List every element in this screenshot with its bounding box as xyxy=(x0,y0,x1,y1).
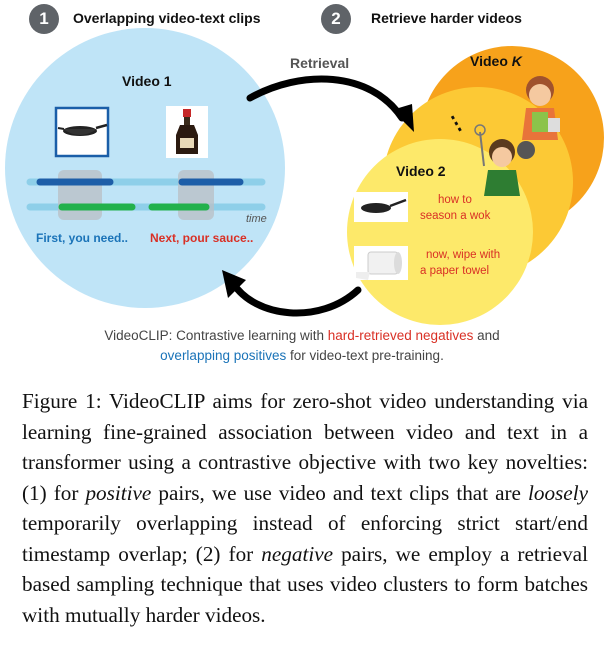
retrieval-label: Retrieval xyxy=(290,55,349,71)
clip-window-1 xyxy=(58,170,102,220)
sauce-bottle-image xyxy=(166,106,208,158)
wok-image xyxy=(54,106,110,158)
caption-overlapping-positives: overlapping positives xyxy=(160,348,287,363)
return-arrow xyxy=(229,279,362,317)
step-2-badge: 2 xyxy=(321,4,351,34)
videoK-title: Video K xyxy=(470,53,523,69)
caption-loosely: loosely xyxy=(527,480,588,505)
caption-text-2: and xyxy=(473,328,500,343)
step-1-title: Overlapping video-text clips xyxy=(73,10,261,26)
text-first-you-need: First, you need.. xyxy=(36,231,128,245)
video1-title: Video 1 xyxy=(122,73,172,89)
boy-cook-illustration xyxy=(474,124,535,196)
video2-wok-image xyxy=(354,192,408,222)
caption-negative: negative xyxy=(261,541,334,566)
return-arrowhead xyxy=(222,270,246,298)
text-next-pour-sauce: Next, pour sauce.. xyxy=(150,231,253,245)
text-how-to: how to xyxy=(438,194,472,206)
text-now-wipe-with: now, wipe with xyxy=(426,249,500,261)
step-1-badge: 1 xyxy=(29,4,59,34)
paper-towel-image xyxy=(354,246,408,280)
caption-segment-1: Figure 1: VideoCLIP aims for zero-shot v… xyxy=(22,389,588,505)
text-a-paper-towel: a paper towel xyxy=(420,265,489,277)
caption-segment-3: temporarily overlapping instead of enfor… xyxy=(22,511,588,566)
video1-circle xyxy=(5,28,285,308)
retrieval-arrowhead xyxy=(392,104,414,132)
clip-window-2 xyxy=(178,170,214,220)
figure-diagram: Retrieval Video 1 time First, you xyxy=(5,28,604,325)
caption-text-1: VideoCLIP: Contrastive learning with xyxy=(104,328,328,343)
caption-segment-2: pairs, we use video and text clips that … xyxy=(151,480,528,505)
woman-cook-illustration xyxy=(522,76,560,140)
video2-title: Video 2 xyxy=(396,163,446,179)
caption-text-3: for video-text pre-training. xyxy=(286,348,444,363)
retrieval-arrow xyxy=(246,75,406,122)
caption-hard-negatives: hard-retrieved negatives xyxy=(327,328,474,343)
text-season-a-wok: season a wok xyxy=(420,210,491,222)
figure-inline-caption: VideoCLIP: Contrastive learning with har… xyxy=(0,326,604,366)
figure-1: 1 Overlapping video-text clips 2 Retriev… xyxy=(0,4,604,366)
step-2-title: Retrieve harder videos xyxy=(371,10,522,26)
figure-caption: Figure 1: VideoCLIP aims for zero-shot v… xyxy=(22,386,588,630)
caption-segment-4: pairs, we employ a retrieval based sampl… xyxy=(22,541,588,627)
time-label: time xyxy=(246,213,267,225)
caption-positive: positive xyxy=(85,480,152,505)
